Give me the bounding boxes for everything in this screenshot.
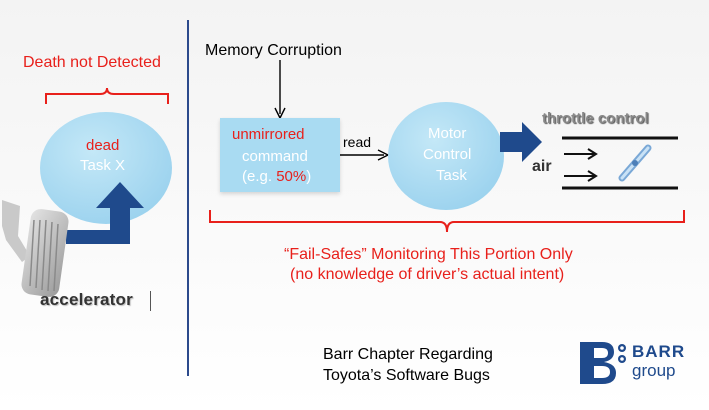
air-label: air (532, 158, 552, 175)
caption-line1: Barr Chapter Regarding (323, 346, 493, 363)
throttle-body-icon (562, 136, 678, 190)
accelerator-pedal-icon (2, 200, 69, 297)
example-suffix: ) (306, 168, 312, 185)
motor-control-ellipse (388, 102, 504, 210)
logo-word-barr: BARR (632, 342, 686, 361)
barr-logo-mark-icon (580, 342, 626, 384)
read-arrow-icon (340, 149, 390, 161)
read-label: read (343, 134, 372, 150)
failsafe-line2: (no knowledge of driver’s actual intent) (290, 266, 565, 283)
example-value-line: (e.g. 50%) (242, 168, 311, 185)
accelerator-to-task-arrow-icon (66, 182, 144, 244)
barr-group-logo: BARR group (578, 340, 688, 386)
unmirrored-label: unmirrored (232, 126, 305, 143)
example-value: 50% (276, 168, 307, 185)
dead-task-ellipse (40, 112, 172, 224)
dead-label: dead (86, 137, 120, 154)
logo-word-group: group (632, 361, 676, 380)
death-not-detected-label: Death not Detected (23, 54, 161, 71)
control-label: Control (423, 146, 472, 163)
accelerator-cursor-bar (150, 291, 151, 311)
failsafe-line1: “Fail-Safes” Monitoring This Portion Onl… (284, 246, 573, 263)
task-x-label: Task X (80, 157, 126, 174)
memory-corruption-label: Memory Corruption (205, 42, 342, 59)
failsafe-brace-icon (209, 210, 685, 233)
accelerator-label: accelerator (40, 290, 133, 309)
memory-down-arrow-icon (274, 60, 286, 120)
throttle-control-label: throttle control (542, 110, 649, 127)
motor-to-throttle-arrow-icon (500, 122, 542, 162)
panel-divider (187, 20, 189, 376)
command-label: command (242, 148, 308, 165)
task-label: Task (436, 167, 467, 184)
command-box (220, 118, 340, 192)
example-prefix: (e.g. (242, 168, 277, 185)
caption-line2: Toyota’s Software Bugs (323, 367, 490, 384)
left-brace-icon (45, 87, 169, 104)
motor-label: Motor (428, 125, 467, 142)
